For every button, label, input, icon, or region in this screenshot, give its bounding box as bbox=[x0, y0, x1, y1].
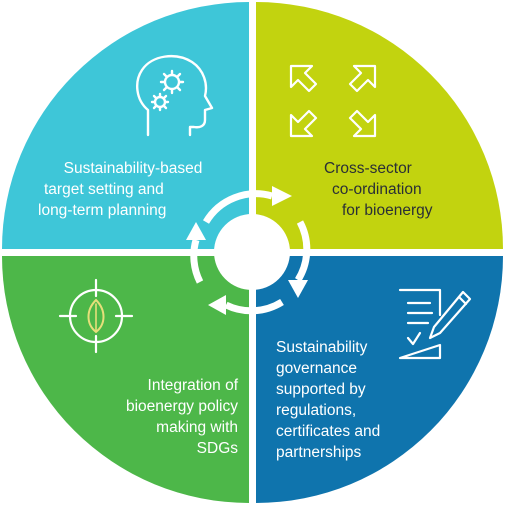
label-top-right-line-1: Cross-sector bbox=[324, 160, 412, 177]
label-top-left-line-3: long-term planning bbox=[38, 202, 167, 219]
label-bottom-left: Integration of bioenergy policy making w… bbox=[70, 375, 238, 459]
quadrant-top-right bbox=[256, 2, 503, 249]
label-bottom-left-line-1: Integration of bbox=[147, 377, 238, 394]
head-gears-icon bbox=[136, 54, 214, 137]
label-bottom-right-line-6: partnerships bbox=[276, 444, 362, 461]
expand-arrows-icon bbox=[289, 64, 377, 138]
label-top-right-line-2: co-ordination bbox=[332, 181, 422, 198]
label-top-right-line-3: for bioenergy bbox=[342, 202, 433, 219]
label-bottom-right-line-2: governance bbox=[276, 360, 358, 377]
label-bottom-right-line-1: Sustainability bbox=[276, 339, 368, 356]
document-pen-icon bbox=[398, 288, 472, 360]
quadrant-bottom-left bbox=[2, 256, 249, 503]
label-bottom-right-line-5: certificates and bbox=[276, 423, 381, 440]
label-bottom-left-line-3: making with bbox=[156, 419, 238, 436]
label-top-left-line-1: Sustainability-based bbox=[63, 160, 203, 177]
quadrant-top-left bbox=[2, 2, 249, 249]
label-bottom-right-line-4: regulations, bbox=[276, 402, 357, 419]
center-hub bbox=[214, 214, 290, 290]
label-bottom-right: Sustainability governance supported by r… bbox=[276, 337, 456, 463]
label-top-right: Cross-sector co-ordination for bioenergy bbox=[300, 158, 460, 221]
label-bottom-left-line-4: SDGs bbox=[196, 440, 238, 457]
leaf-target-icon bbox=[58, 278, 134, 354]
label-top-left: Sustainability-based target setting and … bbox=[38, 158, 228, 221]
label-top-left-line-2: target setting and bbox=[44, 181, 164, 198]
circular-arrows-icon bbox=[190, 190, 311, 315]
label-bottom-left-line-2: bioenergy policy bbox=[125, 398, 238, 415]
label-bottom-right-line-3: supported by bbox=[276, 381, 366, 398]
cycle-arrowheads bbox=[186, 186, 308, 315]
